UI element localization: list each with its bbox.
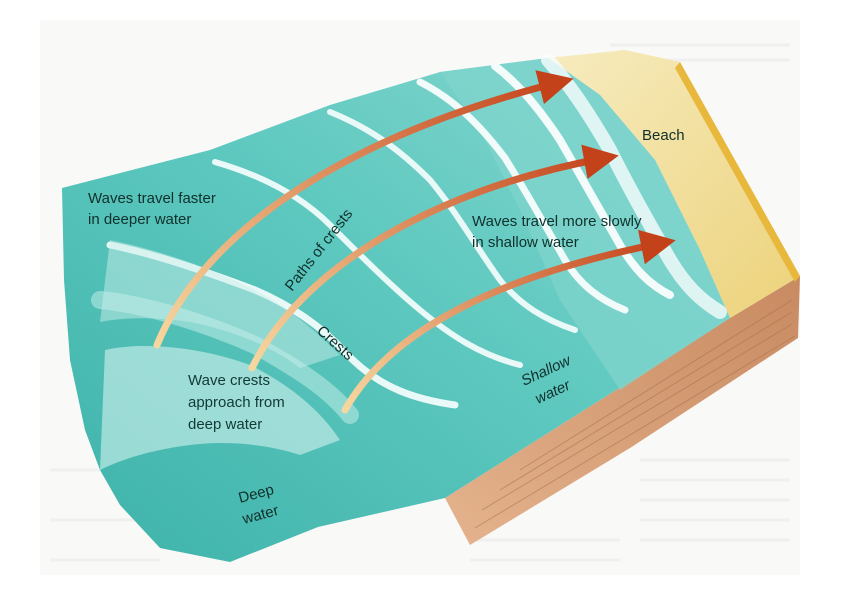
label-waves-slower-1: Waves travel more slowly bbox=[472, 213, 642, 230]
label-wave-crests-2: approach from bbox=[188, 394, 285, 411]
label-wave-crests-1: Wave crests bbox=[188, 372, 270, 389]
label-wave-crests-3: deep water bbox=[188, 416, 262, 433]
label-waves-faster-2: in deeper water bbox=[88, 211, 191, 228]
label-beach: Beach bbox=[642, 127, 685, 144]
label-waves-faster-1: Waves travel faster bbox=[88, 190, 216, 207]
label-waves-slower-2: in shallow water bbox=[472, 234, 579, 251]
